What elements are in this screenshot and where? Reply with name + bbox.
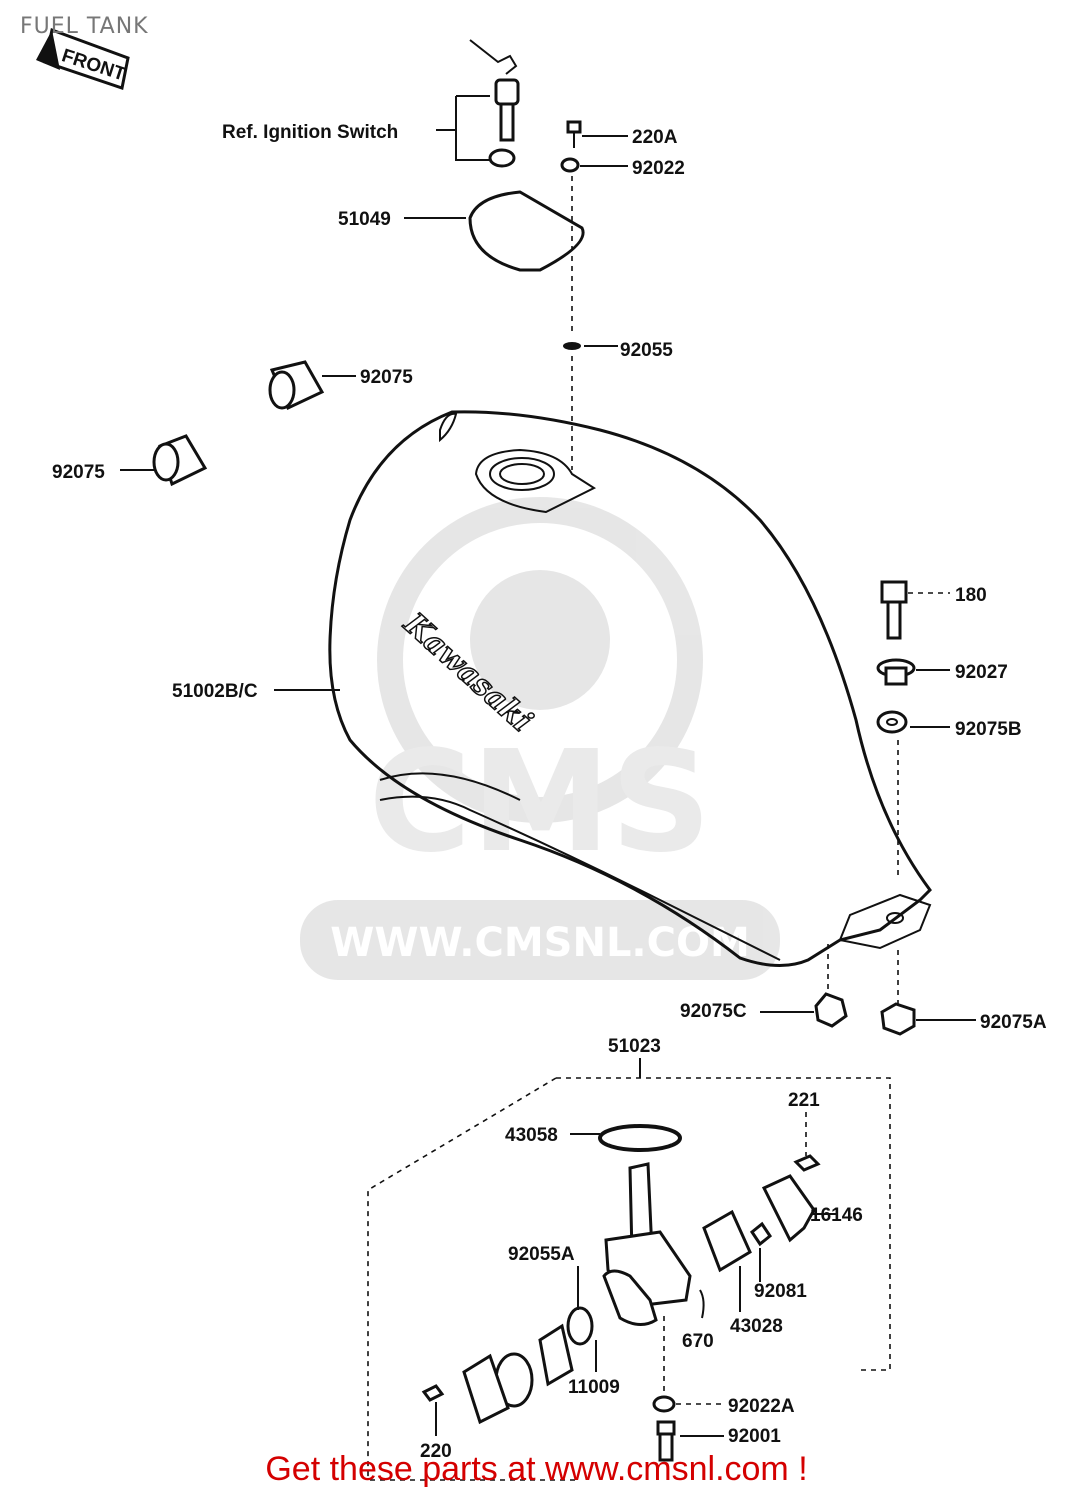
label-220a: 220A bbox=[632, 127, 678, 148]
label-92075c: 92075C bbox=[680, 1001, 747, 1022]
footer-link[interactable]: Get these parts at www.cmsnl.com ! bbox=[265, 1450, 808, 1488]
washer-92022a bbox=[652, 1395, 676, 1413]
screw-220 bbox=[421, 1384, 445, 1402]
page-title: FUEL TANK bbox=[20, 14, 149, 39]
label-92027: 92027 bbox=[955, 662, 1008, 683]
label-92022a: 92022A bbox=[728, 1396, 795, 1417]
gasket-43058 bbox=[598, 1124, 682, 1152]
label-92075-left: 92075 bbox=[52, 462, 105, 483]
label-43058: 43058 bbox=[505, 1125, 558, 1146]
damper-92075-top bbox=[268, 360, 325, 411]
label-92055: 92055 bbox=[620, 340, 673, 361]
label-43028: 43028 bbox=[730, 1316, 783, 1337]
label-92075-top: 92075 bbox=[360, 367, 413, 388]
washer-92022 bbox=[560, 157, 580, 173]
cover-16146 bbox=[761, 1174, 816, 1243]
clip-670 bbox=[699, 1289, 705, 1319]
gasket-11009 bbox=[538, 1323, 574, 1387]
label-51023: 51023 bbox=[608, 1036, 661, 1057]
oring-92055a bbox=[566, 1306, 594, 1346]
label-51002: 51002B/C bbox=[172, 681, 258, 702]
cap-cover-51049 bbox=[468, 190, 585, 272]
bolt-180 bbox=[880, 580, 908, 640]
screw-221 bbox=[793, 1154, 821, 1172]
label-11009: 11009 bbox=[568, 1377, 620, 1398]
flange bbox=[462, 1353, 510, 1425]
damper-92075a bbox=[880, 1002, 916, 1036]
diaphragm-43028 bbox=[702, 1209, 752, 1273]
label-180: 180 bbox=[955, 585, 987, 606]
label-92075a: 92075A bbox=[980, 1012, 1047, 1033]
cms-watermark: CMS WWW.CMSNL.COM bbox=[300, 497, 780, 980]
damper-92075b bbox=[876, 710, 908, 734]
ref-bracket bbox=[436, 95, 490, 161]
label-92055a: 92055A bbox=[508, 1244, 575, 1265]
screw-220a bbox=[566, 120, 582, 148]
ignition-key bbox=[469, 39, 520, 168]
watermark-brand: CMS bbox=[369, 721, 712, 884]
bolt-92001 bbox=[656, 1420, 676, 1462]
label-16146: 16146 bbox=[810, 1205, 863, 1226]
ref-ignition-label: Ref. Ignition Switch bbox=[222, 122, 398, 143]
damper-92075c bbox=[814, 992, 848, 1028]
label-92081: 92081 bbox=[754, 1281, 807, 1302]
grommet-92055 bbox=[563, 342, 581, 350]
collar-92027 bbox=[876, 658, 916, 686]
label-221: 221 bbox=[788, 1090, 820, 1111]
label-220: 220 bbox=[420, 1441, 452, 1462]
label-92022: 92022 bbox=[632, 158, 685, 179]
label-670: 670 bbox=[682, 1331, 714, 1352]
label-92001: 92001 bbox=[728, 1426, 781, 1447]
label-92075b: 92075B bbox=[955, 719, 1022, 740]
watermark-url: WWW.CMSNL.COM bbox=[330, 920, 750, 966]
petcock-body bbox=[602, 1162, 692, 1326]
label-51049: 51049 bbox=[338, 209, 391, 230]
spring-92081 bbox=[749, 1221, 773, 1247]
damper-92075-left bbox=[152, 434, 208, 487]
